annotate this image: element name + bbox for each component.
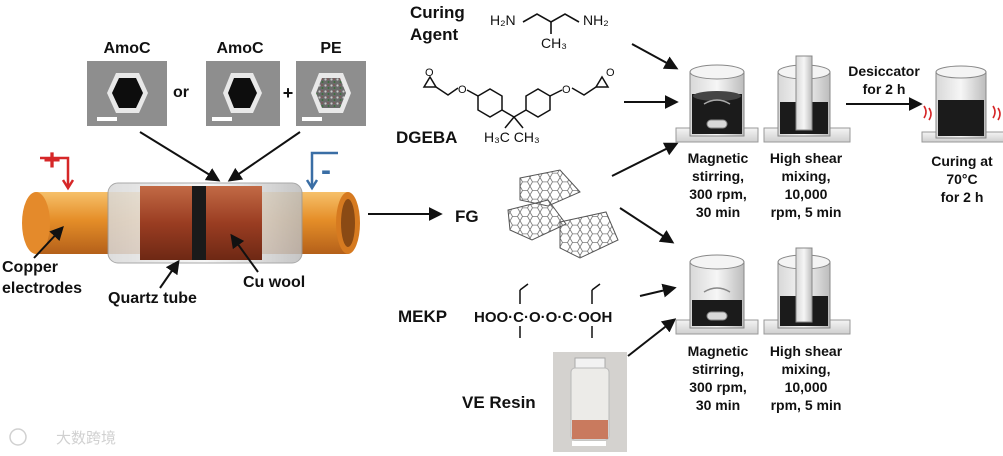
watermark-text: 大数跨境 [56,429,116,447]
bottom-magnetic-caption: Magnetic stirring, 300 rpm, 30 min [688,343,749,413]
bottom-shear-line-3: 10,000 [785,379,828,395]
positive-lead [40,156,70,186]
curing-agent-label-2: Agent [410,25,459,44]
svg-text:O: O [606,67,615,79]
top-magnetic-line-2: stirring, [692,168,744,184]
negative-terminal: - [321,154,331,187]
top-shear-caption: High shear mixing, 10,000 rpm, 5 min [770,150,843,220]
magnetic-stirrer-bottom [675,254,759,335]
cu-wool-label: Cu wool [243,274,305,291]
mekp-formula: HOO·C·O·O·C·OOH [474,309,612,326]
mekp-label: MEKP [398,307,447,326]
svg-text:O: O [562,84,571,96]
dgeba-methyl-label: H₃C CH₃ [484,129,540,145]
bottom-shear-line-4: rpm, 5 min [771,397,842,413]
curing-line-1: Curing at [931,153,993,169]
arrow-pe-to-tube [227,131,301,182]
amoc-photo-left [87,61,167,126]
bottom-shear-caption: High shear mixing, 10,000 rpm, 5 min [770,343,843,413]
negative-lead [310,151,338,186]
top-magnetic-caption: Magnetic stirring, 300 rpm, 30 min [688,150,749,220]
dgeba-structure: O O H₃C CH₃ O O [422,67,615,145]
svg-text:O: O [425,67,434,79]
arrow-copper-electrodes [33,225,64,259]
desiccator-caption: Desiccator for 2 h [848,63,920,97]
fg-label: FG [455,207,479,226]
mekp-structure: HOO·C·O·O·C·OOH [474,283,612,338]
arrow-fg-to-top-mixer [611,142,679,177]
top-shear-line-3: 10,000 [785,186,828,202]
arrow-curing-to-mixer [631,43,679,70]
amine-left-label: H₂N [490,12,516,28]
positive-terminal: + [43,144,61,177]
high-shear-mixer-top [763,55,851,143]
pe-photo [296,61,366,126]
top-magnetic-line-1: Magnetic [688,150,749,166]
watermark: 大数跨境 [9,428,116,447]
arrow-mekp-to-mixer [639,283,677,298]
arrow-fg-to-bottom-mixer [619,207,675,244]
top-magnetic-line-4: 30 min [696,204,740,220]
amoc-label-left: AmoC [103,40,151,57]
top-shear-line-2: mixing, [781,168,830,184]
amine-right-label: NH₂ [583,12,609,28]
curing-caption: Curing at 70°C for 2 h [931,153,993,205]
top-shear-line-4: rpm, 5 min [771,204,842,220]
pe-label: PE [320,40,342,57]
plus-sign: + [283,83,294,103]
graphene-flakes [507,169,619,259]
curing-agent-structure: H₂N CH₃ NH₂ [490,12,609,51]
arrow-quartz-tube [159,259,180,289]
amine-methyl-label: CH₃ [541,35,567,51]
magnetic-stirrer-top [675,64,759,143]
photo-panel: AmoC AmoC PE or + [87,40,366,126]
quartz-tube-label: Quartz tube [108,290,197,307]
bottom-magnetic-line-3: 300 rpm, [689,379,747,395]
curing-agent-label-1: Curing [410,3,465,22]
bottom-shear-line-1: High shear [770,343,843,359]
bottom-magnetic-line-1: Magnetic [688,343,749,359]
desiccator-line-1: Desiccator [848,63,920,79]
bottom-shear-line-2: mixing, [781,361,830,377]
curing-beaker [921,65,1003,143]
amoc-photo-right [206,61,280,126]
arrow-amoc-to-tube [139,131,221,182]
watermark-logo-icon [9,428,27,446]
tube-reactor: + - [22,144,360,264]
high-shear-mixer-bottom [763,247,851,335]
ve-resin-photo [553,352,627,452]
curing-line-3: for 2 h [941,189,984,205]
desiccator-line-2: for 2 h [863,81,906,97]
copper-electrodes-label-2: electrodes [2,280,82,297]
bottom-magnetic-line-4: 30 min [696,397,740,413]
ve-resin-label: VE Resin [462,393,536,412]
bottom-magnetic-line-2: stirring, [692,361,744,377]
arrow-cu-wool [230,233,259,273]
arrow-ve-to-mixer [627,318,677,357]
copper-electrodes-label-1: Copper [2,259,58,276]
curing-line-2: 70°C [946,171,977,187]
dgeba-label: DGEBA [396,128,457,147]
top-shear-line-1: High shear [770,150,843,166]
svg-text:O: O [458,84,467,96]
top-magnetic-line-3: 300 rpm, [689,186,747,202]
or-label: or [173,84,189,101]
amoc-label-right: AmoC [216,40,264,57]
